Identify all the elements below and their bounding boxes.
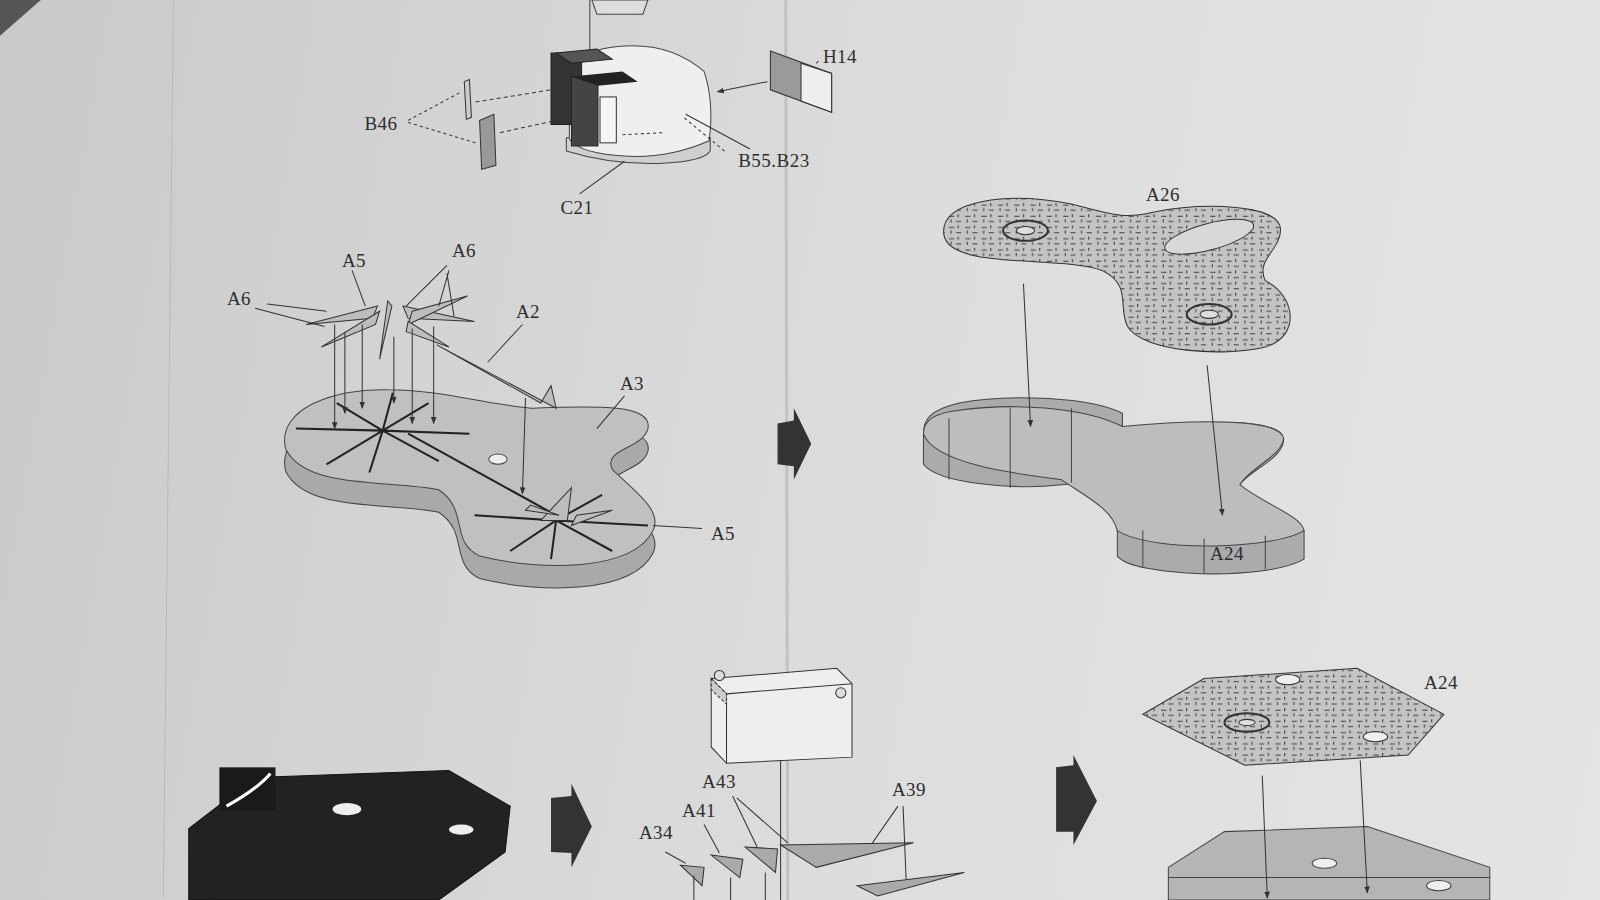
part-label: B55.B23 [738, 151, 810, 170]
part-label: A2 [516, 302, 540, 321]
part-label: A6 [227, 289, 251, 308]
part-label: A43 [702, 772, 736, 791]
part-label: A39 [892, 780, 926, 799]
part-label: A26 [1146, 185, 1180, 204]
part-label: A5 [711, 524, 735, 543]
part-label: A5 [342, 251, 366, 270]
part-label: A34 [639, 823, 673, 842]
part-label: A3 [620, 374, 644, 393]
part-label: A6 [452, 241, 476, 260]
part-label: A24 [1424, 673, 1458, 692]
part-label: A41 [682, 801, 716, 820]
part-label: H14 [823, 47, 857, 66]
part-label: A24 [1210, 544, 1244, 563]
part-label: B46 [364, 114, 397, 133]
part-label: C21 [560, 198, 593, 217]
